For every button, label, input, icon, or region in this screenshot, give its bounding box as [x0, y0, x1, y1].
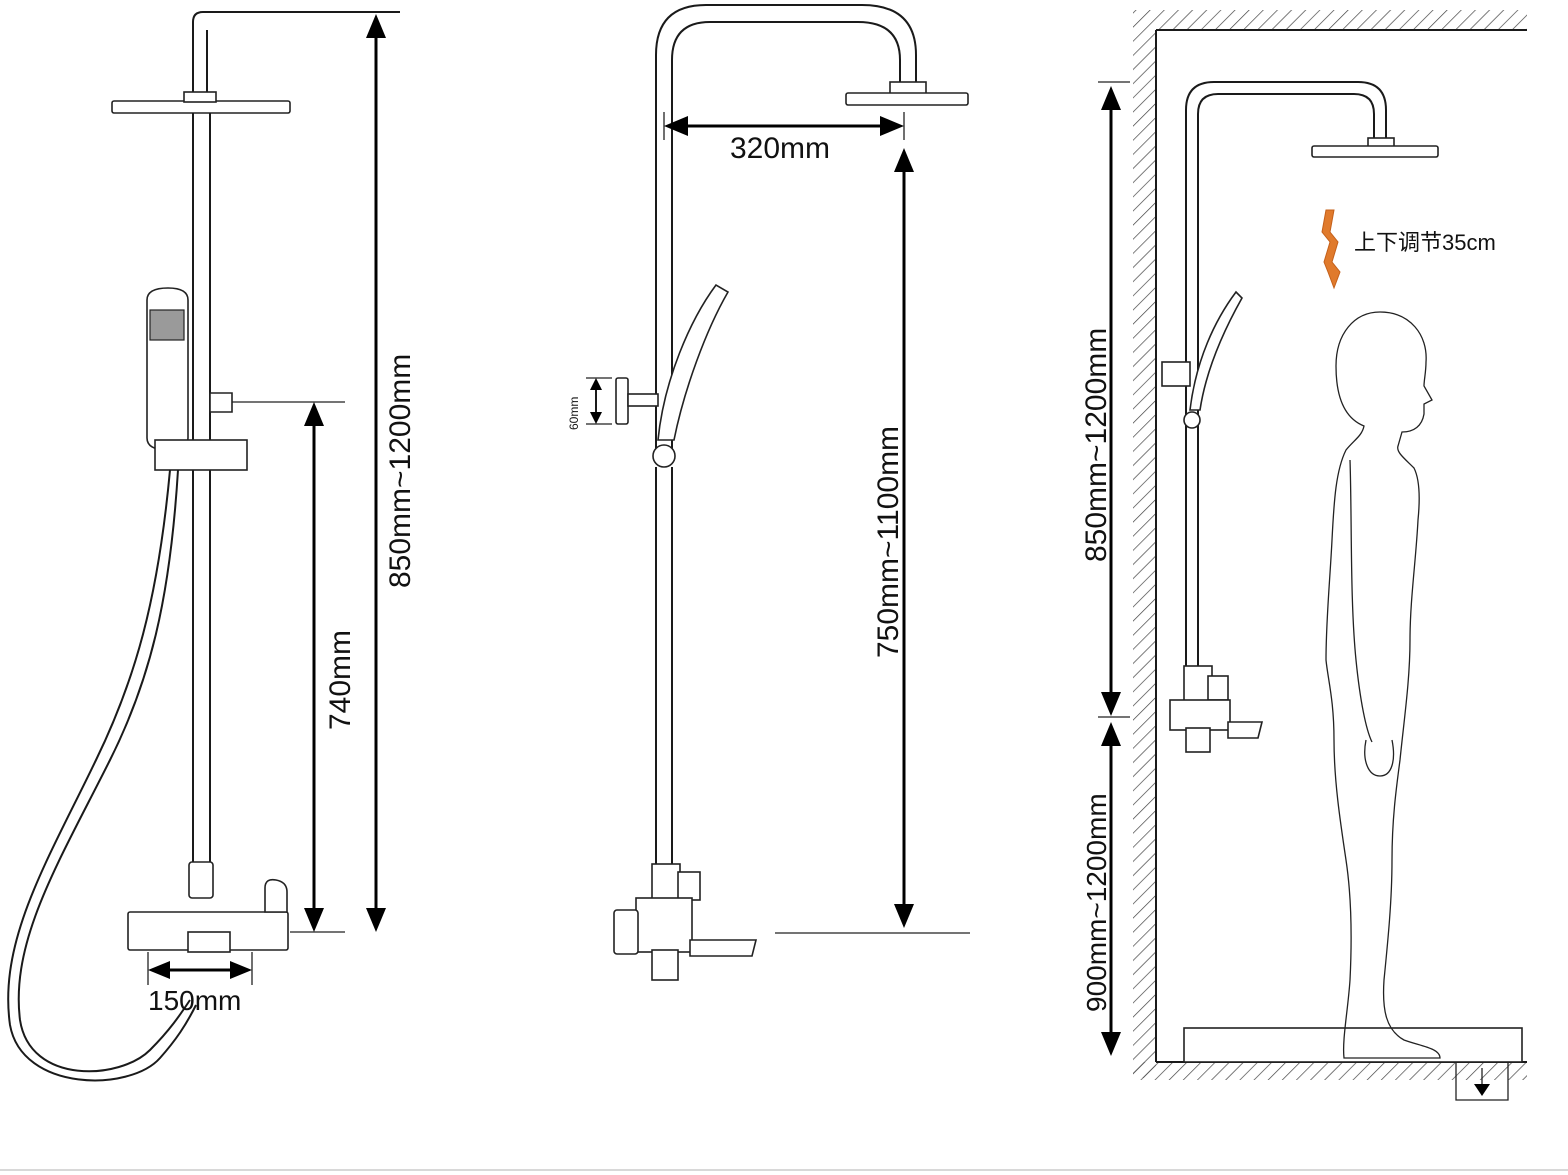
left-head-connector: [183, 91, 217, 103]
right-wall: [1133, 10, 1527, 1101]
middle-arm-reach-label: 320mm: [730, 132, 830, 165]
middle-hand-shower: [657, 283, 730, 441]
left-hand-shower-face: [149, 309, 185, 341]
shower-tray: [1183, 1027, 1523, 1063]
middle-holder-size-label: 60mm: [567, 397, 581, 430]
person-outline: [1325, 311, 1441, 1059]
left-dim-total-height: [366, 14, 386, 932]
adjust-arrow-icon: [1321, 209, 1341, 290]
floor-hatch: [1133, 1062, 1527, 1080]
right-shower-drawing: [1161, 81, 1439, 753]
adjust-note-label: 上下调节35cm: [1354, 230, 1496, 255]
wall-hatch: [1133, 30, 1156, 1078]
left-height-range-label: 850mm~1200mm: [384, 354, 417, 588]
right-lower-range-label: 900mm~1200mm: [1081, 793, 1112, 1012]
left-dim-inlet-height: [304, 402, 324, 932]
left-slider: [154, 439, 248, 471]
middle-rain-head: [845, 92, 969, 106]
right-rain-head: [1311, 145, 1439, 158]
left-inlet-height-label: 740mm: [324, 630, 357, 730]
left-valve-width-label: 150mm: [148, 985, 241, 1016]
middle-dim-holder: [586, 377, 612, 425]
right-dim-lower: [1101, 722, 1121, 1056]
right-upper-range-label: 850mm~1200mm: [1080, 328, 1113, 562]
middle-shower-drawing: [613, 4, 970, 981]
left-dim-valve-width: [147, 952, 253, 985]
middle-dim-arm-reach: [663, 112, 905, 140]
left-shower-drawing: [7, 11, 400, 1082]
middle-height-range-label: 750mm~1100mm: [872, 426, 905, 658]
left-rain-head: [111, 100, 291, 114]
ceiling-hatch: [1133, 10, 1527, 30]
middle-dim-height: [894, 148, 914, 928]
right-dim-upper: [1098, 81, 1130, 718]
